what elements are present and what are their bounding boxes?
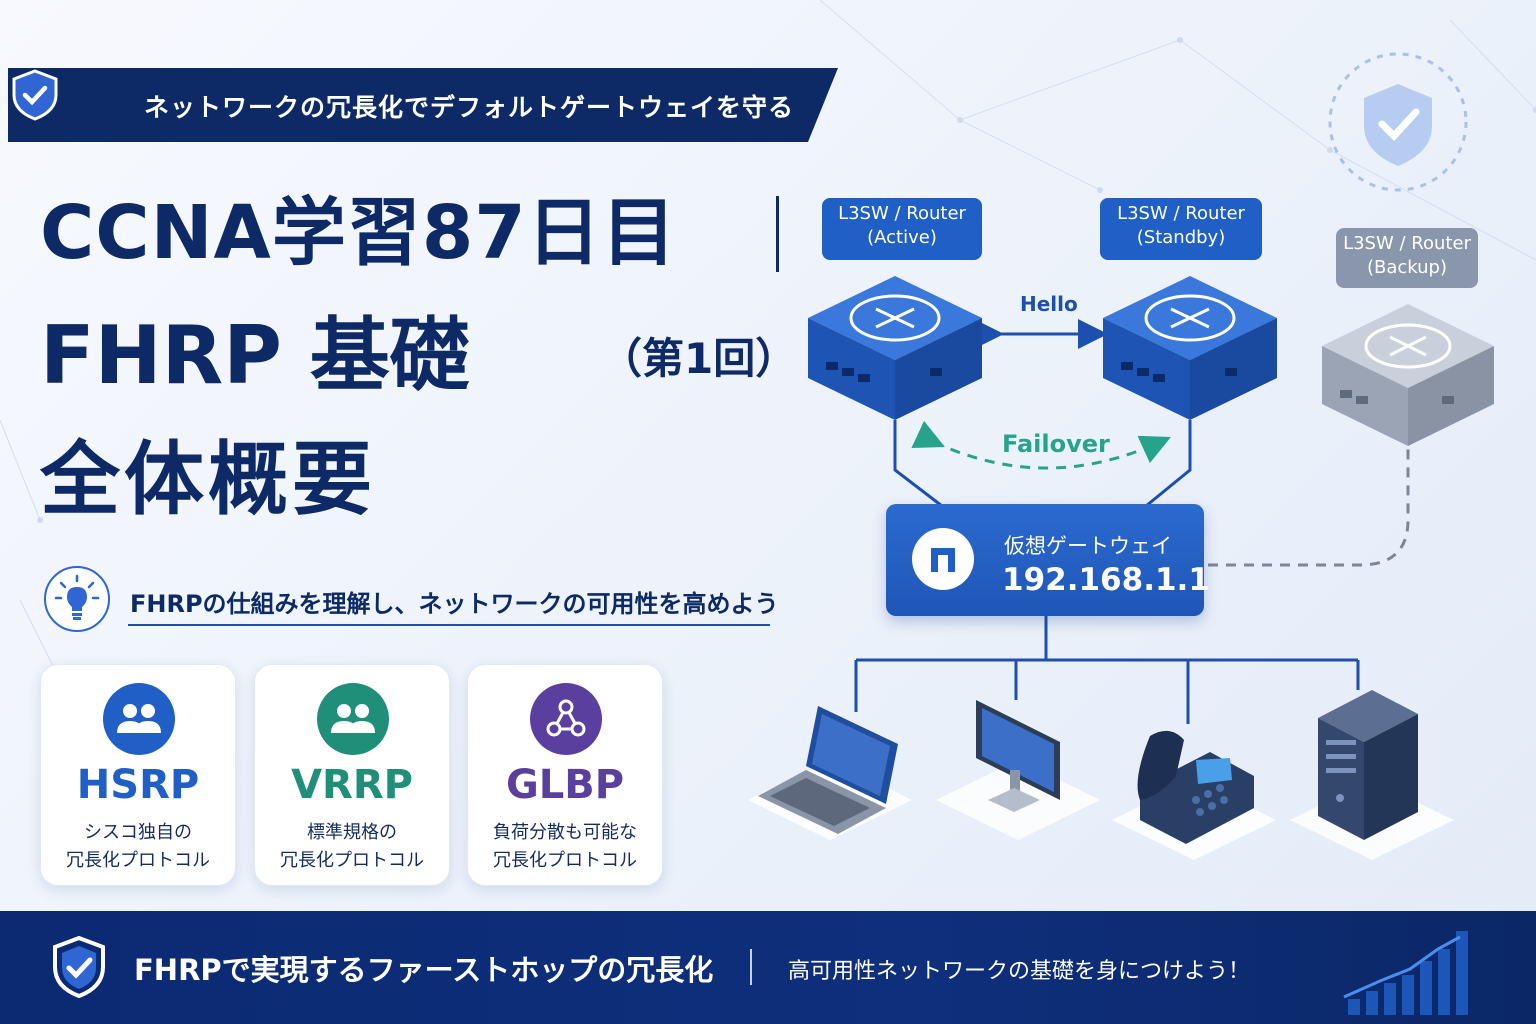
card-glbp-name: GLBP (505, 762, 625, 808)
router-backup-icon (1322, 304, 1494, 446)
card-hsrp: HSRP シスコ独自の 冗長化プロトコル (40, 664, 236, 886)
label-active-router: L3SW / Router (Active) (822, 198, 982, 260)
router-active-icon (808, 276, 982, 420)
footer-separator (750, 949, 752, 985)
lightbulb-icon (44, 566, 110, 632)
card-vrrp-name: VRRP (291, 762, 413, 808)
virtual-gateway-box: 仮想ゲートウェイ 192.168.1.1 (886, 504, 1210, 616)
card-hsrp-desc: シスコ独自の 冗長化プロトコル (66, 822, 210, 871)
title-line-2: FHRP 基礎 (40, 309, 470, 402)
gateway-icon (912, 528, 974, 590)
title-line-3: 全体概要 (40, 433, 376, 526)
server-icon (1318, 690, 1418, 840)
failover-label: Failover (1002, 430, 1110, 458)
card-glbp-desc: 負荷分散も可能な 冗長化プロトコル (493, 822, 637, 871)
top-ribbon: ネットワークの冗長化でデフォルトゲートウェイを守る (8, 68, 838, 142)
share-nodes-icon (530, 683, 602, 755)
label-standby-router: L3SW / Router (Standby) (1100, 198, 1262, 260)
card-glbp: GLBP 負荷分散も可能な 冗長化プロトコル (467, 664, 663, 886)
shield-check-icon (12, 69, 58, 121)
gateway-ip: 192.168.1.1 (1002, 562, 1210, 598)
title-line-2-suffix: （第1回） (600, 334, 798, 383)
users-icon (317, 683, 389, 755)
subtitle-underline (128, 624, 770, 626)
hello-label: Hello (1020, 292, 1078, 316)
footer-sub-text: 高可用性ネットワークの基礎を身につけよう！ (788, 959, 1251, 984)
users-icon (103, 683, 175, 755)
footer-main-text: FHRPで実現するファーストホップの冗長化 (134, 953, 714, 987)
card-hsrp-name: HSRP (76, 762, 200, 808)
footer-bar: FHRPで実現するファーストホップの冗長化 高可用性ネットワークの基礎を身につけ… (0, 911, 1536, 1024)
title-divider (776, 196, 779, 272)
phone-icon (1137, 730, 1254, 844)
bar-chart-decoration-icon (1343, 931, 1468, 1015)
monitor-icon (976, 700, 1060, 812)
label-backup-router: L3SW / Router (Backup) (1336, 228, 1478, 288)
router-standby-icon (1103, 276, 1277, 420)
shield-check-icon (53, 935, 105, 999)
ribbon-text: ネットワークの冗長化でデフォルトゲートウェイを守る (144, 93, 795, 122)
card-vrrp-desc: 標準規格の 冗長化プロトコル (280, 822, 424, 871)
card-vrrp: VRRP 標準規格の 冗長化プロトコル (254, 664, 450, 886)
title-line-1: CCNA学習87日目 (40, 190, 677, 276)
laptop-icon (758, 706, 898, 834)
gateway-title: 仮想ゲートウェイ (1004, 534, 1172, 558)
subtitle: FHRPの仕組みを理解し、ネットワークの可用性を高めよう (130, 590, 779, 618)
